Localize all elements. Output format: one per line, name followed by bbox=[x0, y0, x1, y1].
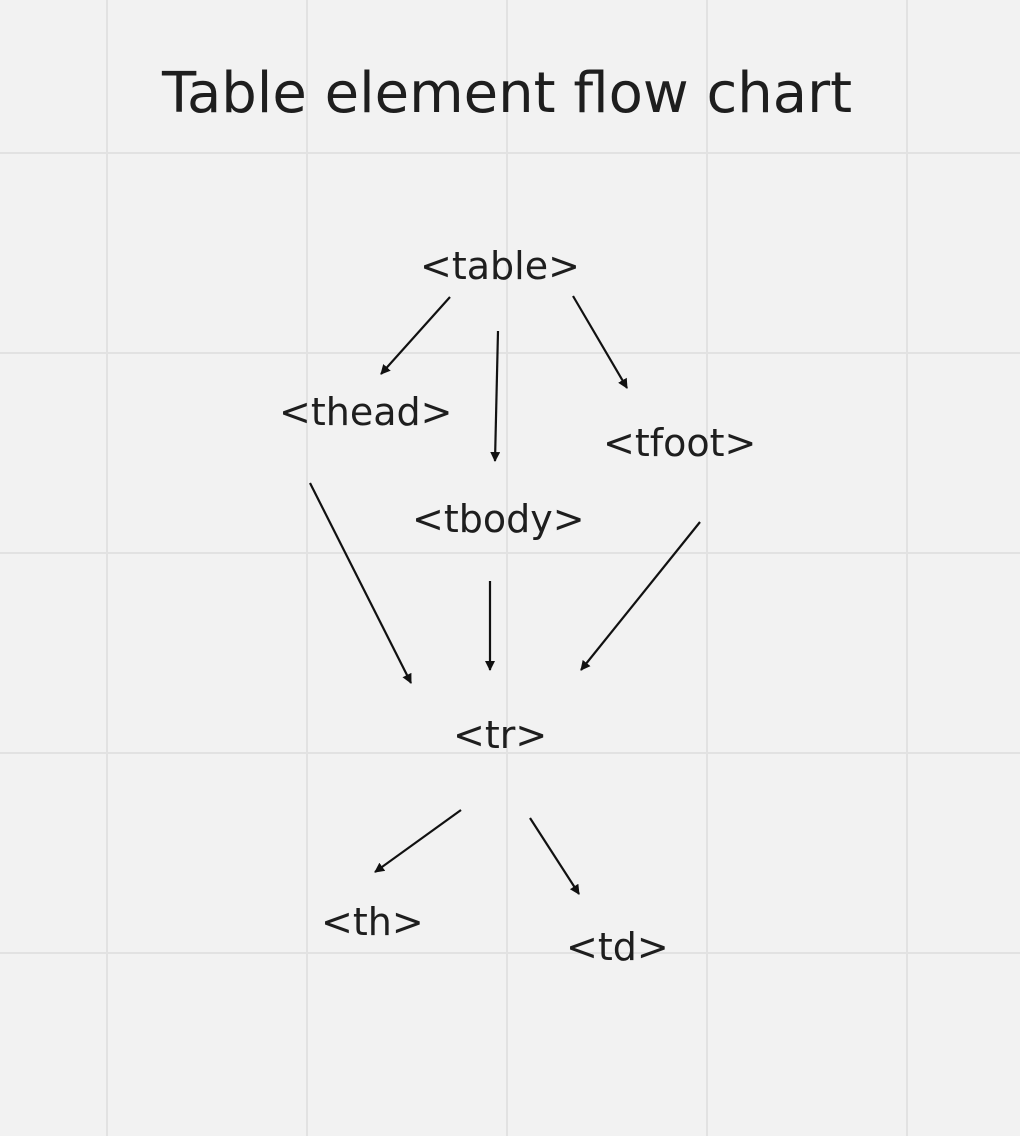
arrow-tr-to-th bbox=[374, 809, 462, 873]
node-table: <table> bbox=[420, 244, 580, 288]
arrow-thead-to-tr bbox=[309, 482, 412, 684]
arrow-tfoot-to-tr bbox=[580, 521, 701, 671]
node-tfoot: <tfoot> bbox=[603, 421, 757, 465]
node-thead: <thead> bbox=[279, 390, 453, 434]
node-tbody: <tbody> bbox=[412, 497, 585, 541]
node-th: <th> bbox=[321, 900, 424, 944]
arrow-table-to-thead bbox=[380, 296, 451, 375]
diagram-title: Table element flow chart bbox=[162, 61, 853, 126]
arrow-table-to-tfoot bbox=[572, 295, 628, 389]
arrow-tr-to-td bbox=[529, 817, 580, 895]
node-td: <td> bbox=[566, 925, 669, 969]
node-tr: <tr> bbox=[453, 713, 548, 757]
arrow-table-to-tbody bbox=[490, 330, 501, 462]
